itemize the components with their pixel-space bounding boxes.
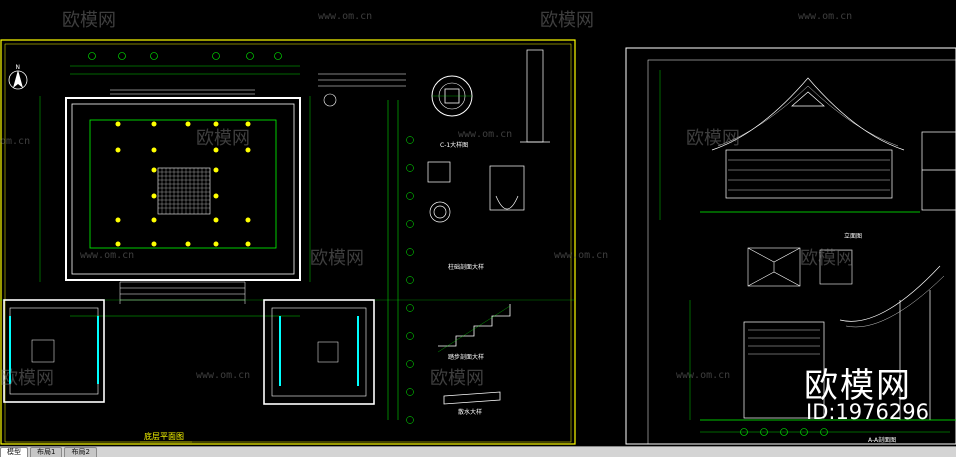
watermark-url-mid-1: www.om.cn [458, 129, 513, 140]
column-markers [115, 121, 251, 247]
watermark-url-top-2: www.om.cn [798, 11, 853, 22]
detail-column [489, 49, 550, 211]
watermark-brand-mid-4: 欧模网 [800, 248, 854, 269]
floor-plan-main [65, 89, 301, 304]
sheet-2-inner-border [647, 59, 956, 445]
cad-drawing-canvas[interactable]: N [0, 0, 956, 446]
vertical-ruler [387, 100, 414, 424]
watermark-url-low-2: www.om.cn [676, 370, 731, 381]
sheet-1-border [0, 39, 576, 445]
north-label: N [16, 64, 21, 71]
detail-roof-tile [318, 73, 406, 107]
section-title: A-A剖面图 [868, 436, 896, 444]
right-sheet-dims [659, 70, 950, 433]
watermark-brand-top-1: 欧模网 [62, 10, 116, 31]
detail-stair [437, 304, 511, 353]
watermark-logo-large: 欧模网 [804, 366, 912, 406]
elevation-front [700, 77, 920, 213]
plan-title: 底层平面图 [144, 431, 184, 441]
north-arrow-icon: N [8, 64, 28, 90]
layout-tab-bar: 模型 布局1 布局2 [0, 446, 956, 457]
watermark-url-mid-2: www.om.cn [80, 250, 135, 261]
tab-layout-2[interactable]: 布局2 [64, 447, 97, 457]
detail-base-title: 柱础剖面大样 [448, 263, 484, 271]
detail-stair-title: 踏步剖面大样 [448, 353, 484, 361]
watermark-brand-mid-2: 欧模网 [686, 128, 740, 149]
tab-layout-1[interactable]: 布局1 [30, 447, 63, 457]
detail-c1 [431, 75, 473, 117]
watermark-brand-low-1: 欧模网 [0, 368, 54, 389]
elevation-side-partial [921, 131, 956, 211]
watermark-url-low-1: www.om.cn [196, 370, 251, 381]
grid-bubbles-top [88, 52, 282, 60]
section-a-a [700, 265, 956, 421]
roof-plan-mini [747, 247, 853, 287]
plan-small-left [3, 299, 105, 403]
detail-eave [443, 391, 501, 405]
watermark-url-top-1: www.om.cn [318, 11, 373, 22]
plan-small-middle [263, 299, 375, 405]
elevation-title: 立面图 [844, 232, 862, 240]
detail-base [427, 161, 451, 223]
watermark-brand-top-2: 欧模网 [540, 10, 594, 31]
tab-model[interactable]: 模型 [0, 447, 28, 457]
dimension-lines [0, 65, 575, 317]
watermark-url-left: om.cn [0, 136, 31, 147]
grid-bubbles-bottom-right [740, 428, 828, 436]
detail-c1-title: C-1大样图 [440, 141, 468, 149]
watermark-brand-mid-1: 欧模网 [196, 128, 250, 149]
watermark-url-mid-3: www.om.cn [554, 250, 609, 261]
detail-eave-title: 散水大样 [458, 408, 482, 416]
watermark-brand-mid-3: 欧模网 [310, 248, 364, 269]
sheet-1-inner-border [4, 43, 572, 443]
watermark-brand-low-2: 欧模网 [430, 368, 484, 389]
watermark-id: ID:1976296 [806, 400, 929, 424]
